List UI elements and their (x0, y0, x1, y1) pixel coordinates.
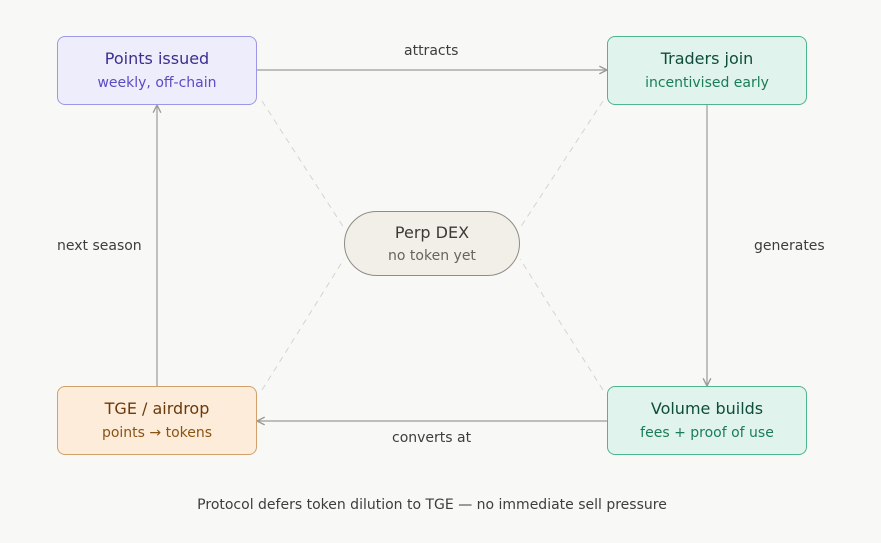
node-traders-subtitle: incentivised early (645, 75, 769, 91)
node-points-subtitle: weekly, off-chain (97, 75, 217, 91)
node-volume-subtitle: fees + proof of use (640, 425, 774, 441)
node-center-title: Perp DEX (394, 222, 470, 242)
node-center-subtitle: no token yet (388, 247, 476, 264)
dashed-spoke-top-right (519, 100, 604, 229)
node-perp-dex: Perp DEX no token yet (344, 211, 520, 276)
node-volume-title: Volume builds (650, 399, 764, 418)
node-tge-subtitle: points → tokens (101, 425, 213, 441)
node-volume-builds: Volume builds fees + proof of use (607, 386, 807, 455)
node-traders-title: Traders join (660, 49, 754, 68)
node-points-title: Points issued (104, 49, 210, 68)
dashed-spoke-bottom-left (261, 258, 345, 391)
dashed-spoke-top-left (261, 100, 345, 229)
node-points-issued: Points issued weekly, off-chain (57, 36, 257, 105)
node-tge-airdrop: TGE / airdrop points → tokens (57, 386, 257, 455)
node-traders-join: Traders join incentivised early (607, 36, 807, 105)
dashed-spoke-bottom-right (519, 258, 604, 391)
edge-label-converts-at: converts at (392, 430, 472, 446)
node-tge-title: TGE / airdrop (104, 399, 210, 418)
edge-label-generates: generates (754, 238, 825, 254)
footer-note: Protocol defers token dilution to TGE — … (197, 497, 667, 513)
edge-label-attracts: attracts (404, 43, 459, 59)
edge-label-next-season: next season (57, 238, 142, 254)
